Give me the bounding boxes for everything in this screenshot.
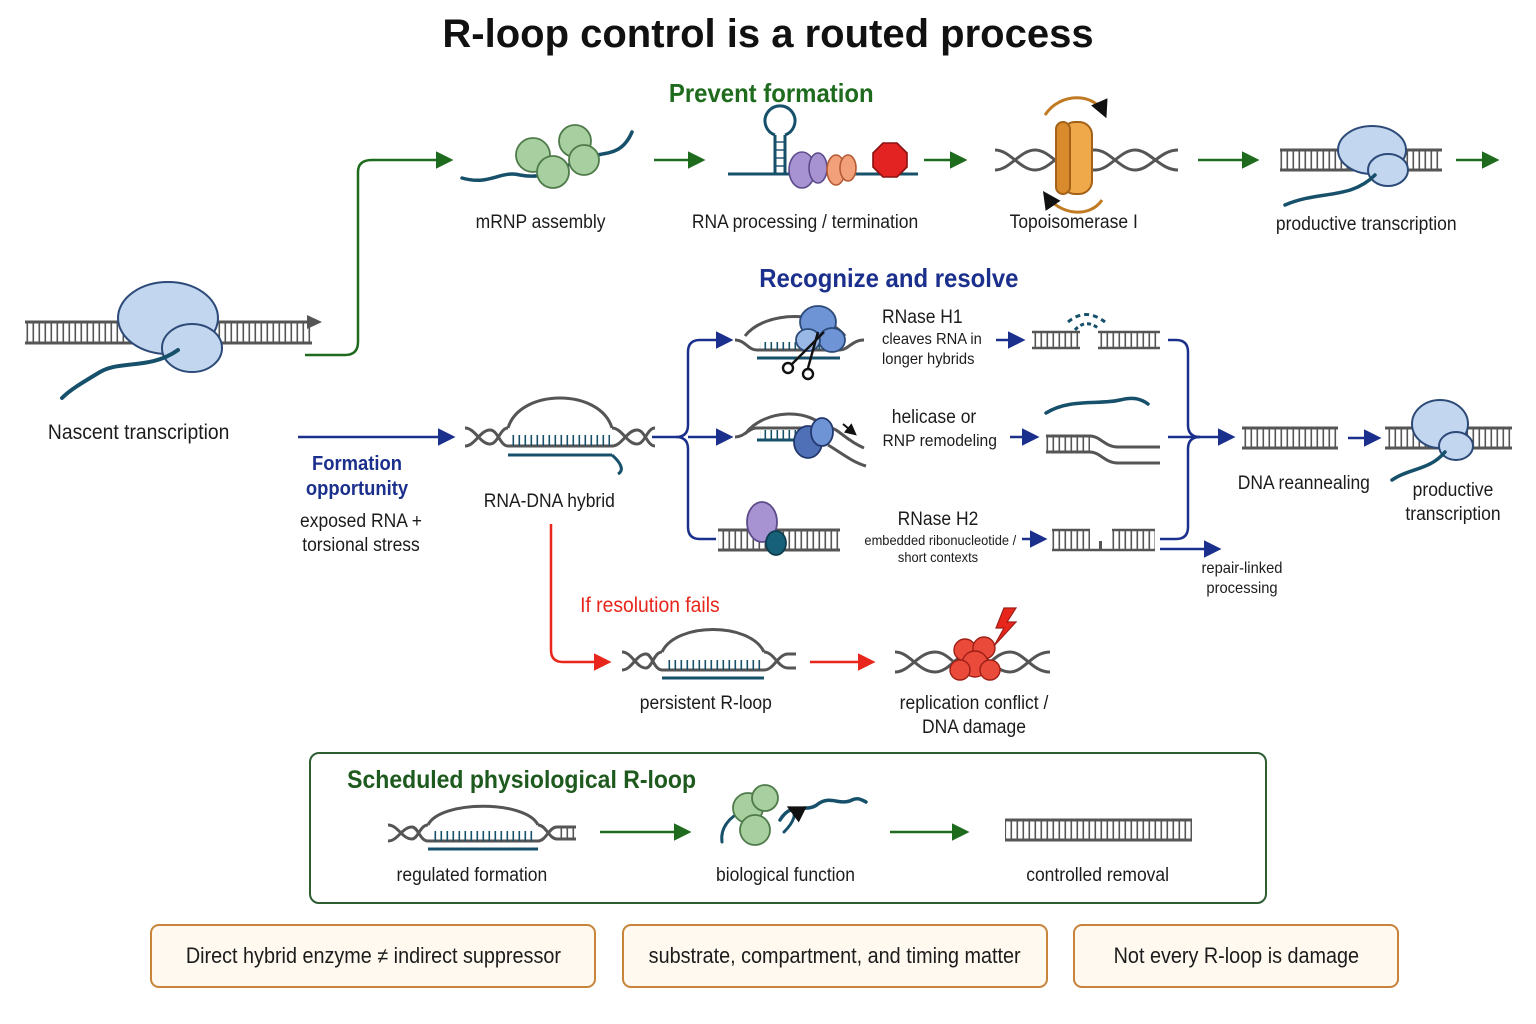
rnaseh2-line1: embedded ribonucleotide / <box>864 531 1017 548</box>
rnaseh1-line1: cleaves RNA in <box>882 330 982 348</box>
reannealed-dna <box>1242 426 1338 450</box>
nascent-transcription-label: Nascent transcription <box>47 421 230 444</box>
rnaseh2-enzyme <box>746 501 787 556</box>
page-title: R-loop control is a routed process <box>442 12 1094 56</box>
branch-to-rnaseh1 <box>652 331 734 439</box>
rnaseh2-line2: short contexts <box>897 549 979 566</box>
rnaseh2-product <box>1052 528 1155 552</box>
productive-top-label: productive transcription <box>1275 214 1457 235</box>
reannealing-label: DNA reannealing <box>1237 473 1370 494</box>
failure-heading: If resolution fails <box>580 594 720 617</box>
conflict-line1: replication conflict / <box>899 693 1049 714</box>
rnaseh2-name: RNase H2 <box>897 509 979 530</box>
rna-dna-hybrid <box>464 396 656 476</box>
helicase-product <box>1044 396 1160 465</box>
arrow-to-prevent <box>305 151 454 357</box>
rnaseh1-enzyme <box>795 305 846 353</box>
resolve-heading: Recognize and resolve <box>759 263 1019 293</box>
note-not-damage: Not every R-loop is damage <box>1073 924 1399 988</box>
polymerase-icon <box>1411 399 1474 461</box>
merge-from-rnaseh1 <box>1168 338 1201 439</box>
topoisomerase-label: Topoisomerase I <box>1009 212 1138 233</box>
stop-sign-icon <box>872 142 908 178</box>
persistent-r-loop-label: persistent R-loop <box>639 693 772 714</box>
formation-detail: exposed RNA + torsional stress <box>292 510 430 558</box>
rnaseh1-name: RNase H1 <box>882 307 963 328</box>
helicase-line1: helicase or <box>891 407 977 428</box>
prevent-heading: Prevent formation <box>668 78 874 108</box>
scheduled-r-loop <box>387 804 576 851</box>
rna-dna-hybrid-label: RNA-DNA hybrid <box>483 491 615 512</box>
note-text: Not every R-loop is damage <box>1113 943 1359 968</box>
controlled-removal-label: controlled removal <box>1026 865 1170 886</box>
polymerase-icon <box>1337 125 1409 187</box>
rnaseh1-product <box>1032 313 1160 350</box>
note-context-matters: substrate, compartment, and timing matte… <box>622 924 1048 988</box>
lightning-icon <box>993 607 1018 647</box>
formation-heading-line2: opportunity <box>305 478 409 500</box>
rnaseh2-text: RNase H2 embedded ribonucleotide / short… <box>864 508 1017 567</box>
helicase-text: helicase or RNP remodeling <box>882 406 997 451</box>
conflict-label: replication conflict / DNA damage <box>891 692 1057 740</box>
merge-from-rnaseh2 <box>1160 435 1201 541</box>
mrnp-icon <box>720 784 868 846</box>
note-text: substrate, compartment, and timing matte… <box>649 943 1021 968</box>
mrnp-icon <box>515 124 600 189</box>
helicase-icon <box>793 417 834 459</box>
formation-heading-line1: Formation <box>312 453 402 475</box>
productive-mid-line1: productive <box>1412 480 1494 501</box>
repair-line2: processing <box>1206 580 1278 597</box>
nascent-rna <box>60 348 180 400</box>
note-direct-vs-indirect: Direct hybrid enzyme ≠ indirect suppress… <box>150 924 596 988</box>
restored-dna <box>1005 818 1192 842</box>
scheduled-heading: Scheduled physiological R-loop <box>347 766 697 794</box>
rnaseh1-text: RNase H1 cleaves RNA in longer hybrids <box>882 306 982 370</box>
topoisomerase-clamp-icon <box>1042 96 1108 214</box>
termination-factor-orange <box>826 154 857 186</box>
conflict-line2: DNA damage <box>922 716 1026 738</box>
helicase-line2: RNP remodeling <box>882 430 997 450</box>
productive-mid-label: productive transcription <box>1404 479 1502 527</box>
rnaseh1-line2: longer hybrids <box>882 350 975 368</box>
scheduled-box <box>309 752 1267 904</box>
formation-heading: Formation opportunity <box>301 452 413 502</box>
damage-complex <box>949 636 1001 681</box>
formation-detail-line2: torsional stress <box>302 534 420 556</box>
persistent-r-loop <box>621 628 796 680</box>
regulated-formation-label: regulated formation <box>396 865 548 886</box>
branch-to-rnaseh2 <box>675 435 716 541</box>
biological-function-label: biological function <box>716 865 856 886</box>
termination-factor-purple <box>788 151 828 189</box>
repair-line1: repair-linked <box>1201 560 1283 577</box>
productive-mid-line2: transcription <box>1405 503 1501 525</box>
rna-processing-label: RNA processing / termination <box>691 212 919 233</box>
repair-label: repair-linked processing <box>1194 559 1290 599</box>
note-text: Direct hybrid enzyme ≠ indirect suppress… <box>185 943 561 968</box>
arrow-resolution-fails <box>549 524 612 671</box>
polymerase-icon <box>117 281 223 373</box>
formation-detail-line1: exposed RNA + <box>300 511 422 532</box>
scissors-icon <box>781 331 825 381</box>
mrnp-assembly-label: mRNP assembly <box>475 212 606 233</box>
